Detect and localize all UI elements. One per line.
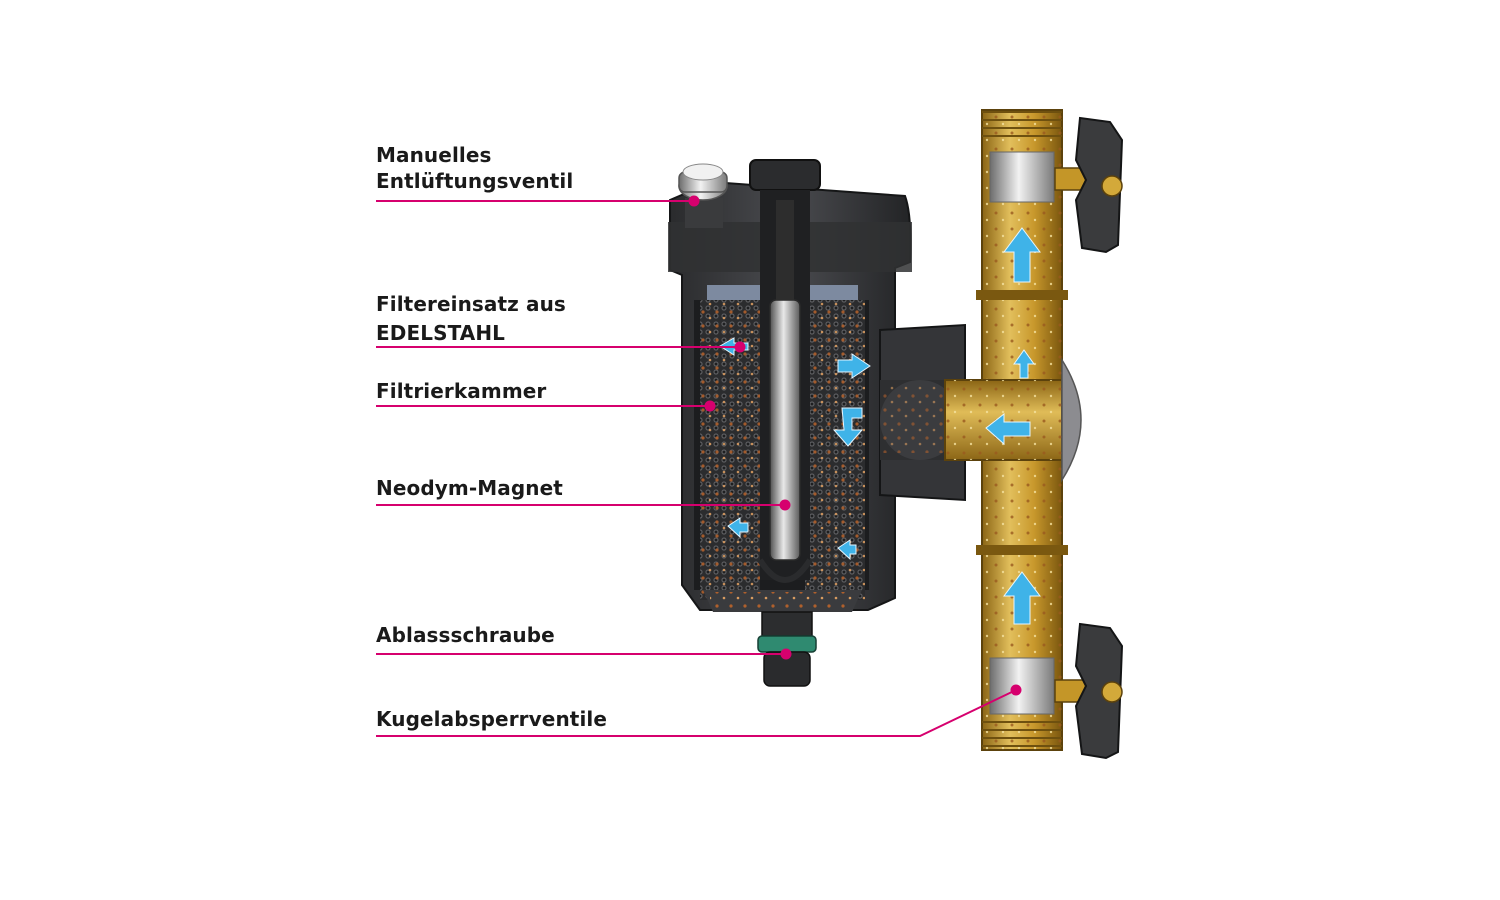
label-filter-chamber: Filtrierkammer (376, 378, 546, 404)
wing-handle-icon (1074, 622, 1124, 760)
label-filter-chamber-line1: Filtrierkammer (376, 379, 547, 403)
label-magnet: Neodym-Magnet (376, 475, 563, 501)
label-filter-insert-line2: EDELSTAHL (376, 321, 506, 345)
flow-arrow-icon (837, 353, 871, 379)
flow-arrows (719, 227, 1041, 625)
label-drain-screw: Ablassschraube (376, 622, 555, 648)
leader-line-ball-valves (376, 689, 1017, 737)
ball-valve-lower (989, 657, 1055, 715)
label-bleed-valve-line1: Manuelles (376, 143, 492, 167)
flow-arrow-icon (1003, 571, 1041, 625)
label-ball-valves: Kugelabsperrventile (376, 706, 607, 732)
label-drain-screw-line1: Ablassschraube (376, 623, 555, 647)
flow-arrow-icon (727, 517, 749, 539)
leader-lines (376, 195, 1022, 737)
brass-tee-body (944, 109, 1082, 751)
label-bleed-valve: Manuelles Entlüftungsventil (376, 142, 573, 194)
label-ball-valves-line1: Kugelabsperrventile (376, 707, 608, 731)
label-filter-insert: Filtereinsatz aus EDELSTAHL (376, 290, 566, 348)
valve-handle-upper (1054, 116, 1124, 254)
drain-screw (757, 611, 817, 687)
neodym-magnet (769, 299, 801, 561)
leader-dot-icon (779, 499, 791, 511)
filter-housing (668, 159, 966, 687)
leader-dot-icon (704, 400, 716, 412)
leader-dot-icon (1010, 684, 1022, 696)
flow-arrow-icon (1013, 349, 1035, 379)
flow-arrow-icon (985, 412, 1031, 446)
label-bleed-valve-line2: Entlüftungsventil (376, 169, 574, 193)
ball-valve-upper (989, 151, 1055, 203)
label-filter-insert-line1: Filtereinsatz aus (376, 292, 566, 316)
label-magnet-line1: Neodym-Magnet (376, 476, 563, 500)
flow-arrow-icon (1003, 227, 1041, 283)
leader-dot-icon (688, 195, 700, 207)
manual-bleed-valve (678, 163, 728, 228)
leader-dot-icon (780, 648, 792, 660)
flow-arrow-icon (832, 407, 864, 447)
flow-arrow-icon (837, 539, 857, 561)
leader-dot-icon (734, 341, 746, 353)
wing-handle-icon (1074, 116, 1124, 254)
valve-handle-lower (1054, 622, 1124, 760)
